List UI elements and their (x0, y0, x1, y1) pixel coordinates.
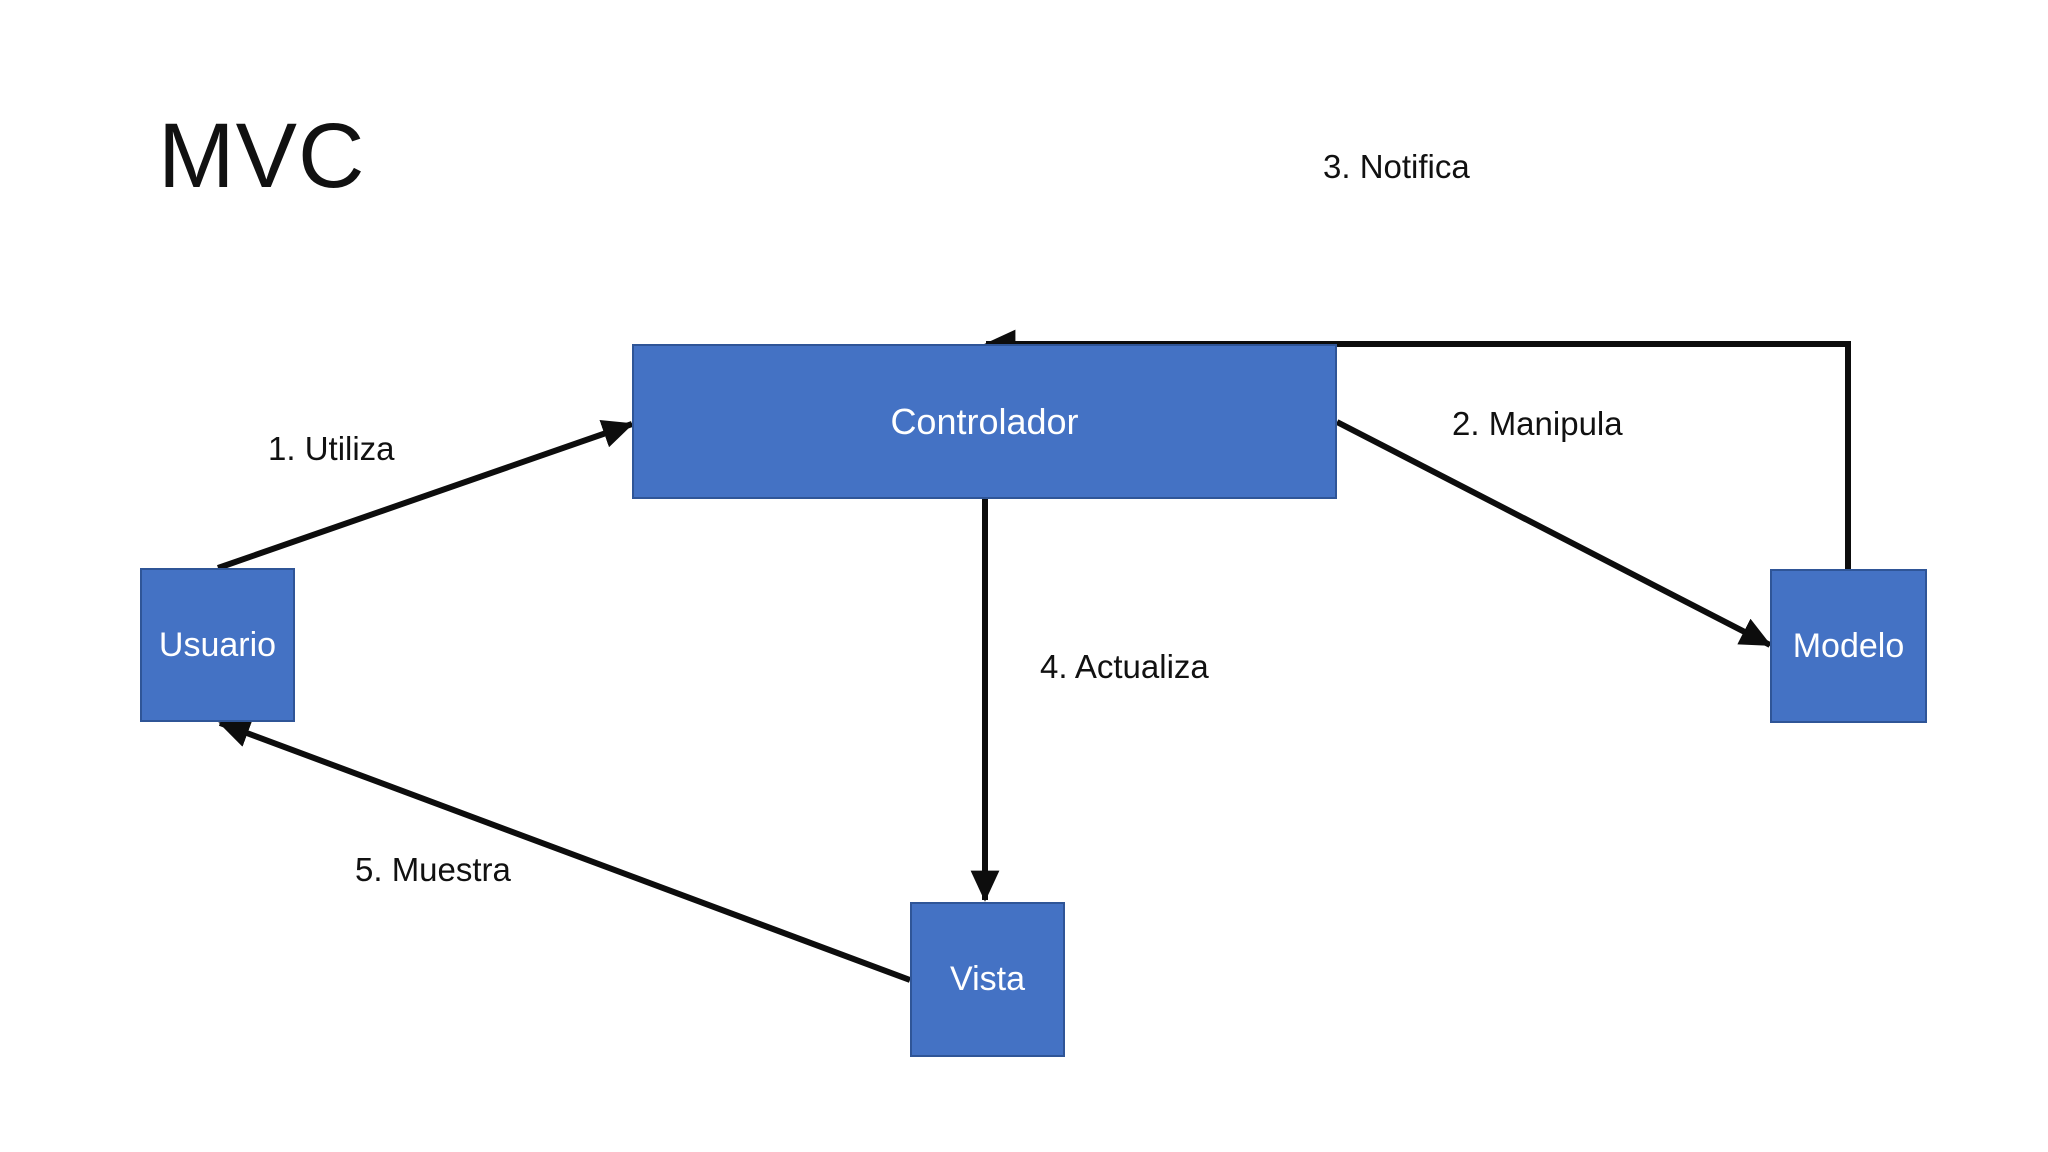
vista-box: Vista (910, 902, 1065, 1057)
edge-label-actualiza: 4. Actualiza (1040, 648, 1209, 685)
vista-label: Vista (950, 960, 1025, 998)
controlador-box: Controlador (632, 344, 1337, 499)
edge-label-muestra: 5. Muestra (355, 851, 511, 888)
muestra-arrow (218, 719, 912, 983)
controlador-label: Controlador (890, 400, 1079, 442)
edge-label-notifica: 3. Notifica (1323, 148, 1470, 185)
usuario-label: Usuario (158, 625, 277, 664)
modelo-box: Modelo (1770, 569, 1927, 723)
usuario-box: Usuario (140, 568, 295, 722)
page-title: MVC (158, 105, 366, 207)
utiliza-arrow (217, 420, 634, 571)
manipula-arrow (1335, 419, 1772, 648)
modelo-label: Modelo (1792, 626, 1905, 665)
edge-label-manipula: 2. Manipula (1452, 405, 1623, 442)
edge-label-utiliza: 1. Utiliza (268, 430, 395, 467)
